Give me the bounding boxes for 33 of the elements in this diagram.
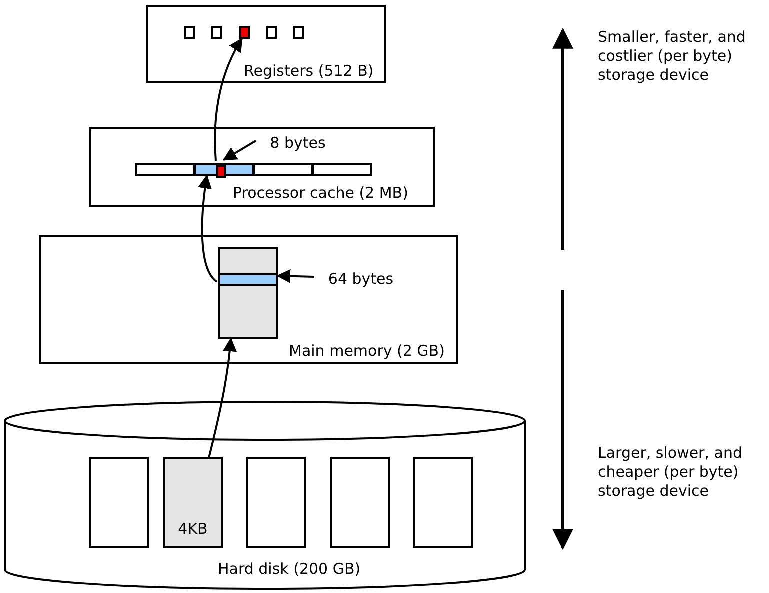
arrow: [208, 338, 237, 458]
disk-block: [330, 457, 390, 548]
arrow: [214, 38, 243, 162]
side-note: Smaller, faster, and costlier (per byte) storage device: [598, 28, 747, 85]
callout-text: 64 bytes: [316, 269, 406, 289]
memory-block: [218, 247, 278, 339]
box-label: Main memory (2 GB): [289, 342, 445, 360]
cache-segment: [253, 163, 313, 176]
callout-text: 8 bytes: [258, 133, 338, 153]
hard-disk-cylinder: [3, 400, 527, 590]
box-label: Registers (512 B): [244, 62, 374, 80]
cache-segment: [194, 163, 254, 176]
disk-block: 4KB: [163, 457, 223, 548]
register-cell: [211, 26, 222, 39]
register-cell: [293, 26, 304, 39]
arrow: [198, 174, 218, 283]
cache-box: [89, 127, 435, 207]
disk-block: [246, 457, 306, 548]
register-cell: [239, 26, 250, 39]
box-label: Processor cache (2 MB): [233, 184, 408, 202]
leader-line: [276, 269, 314, 284]
disk-block: [89, 457, 149, 548]
memory-box: [39, 235, 458, 364]
box-label: Hard disk (200 GB): [218, 560, 361, 578]
cache-segment: [312, 163, 372, 176]
leader-line: [222, 140, 257, 161]
register-cell: [266, 26, 277, 39]
cache-segment: [135, 163, 195, 176]
register-cell: [184, 26, 195, 39]
cache-word: [216, 165, 226, 178]
side-note: Larger, slower, and cheaper (per byte) storage device: [598, 444, 744, 501]
disk-block: [413, 457, 473, 548]
registers-box: [146, 5, 386, 83]
